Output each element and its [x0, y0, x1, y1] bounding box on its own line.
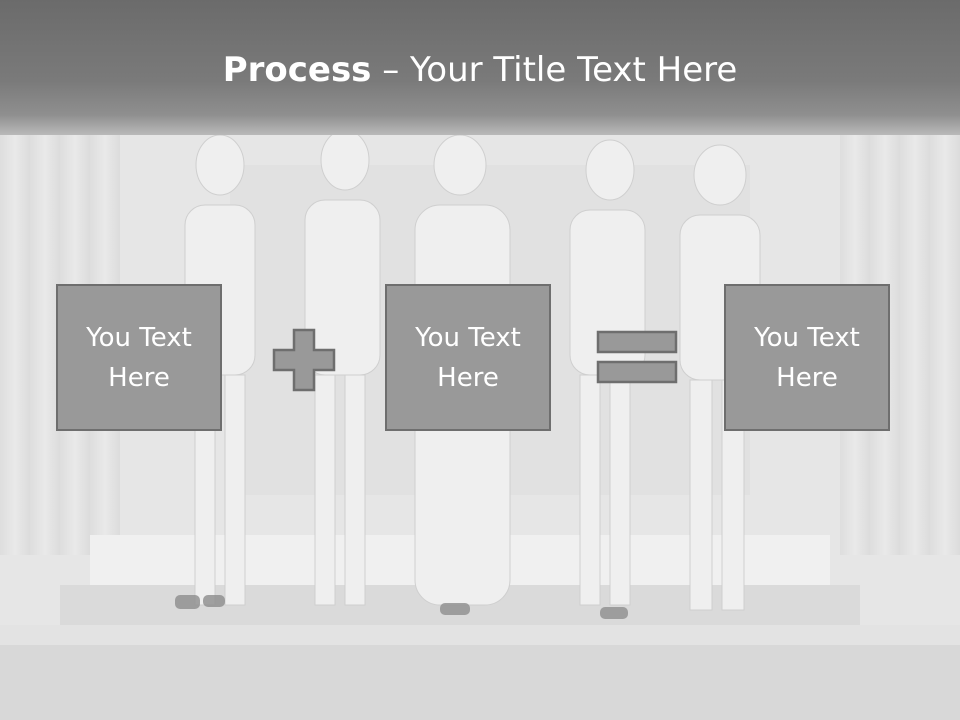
title-rest: – Your Title Text Here: [371, 50, 738, 90]
process-box-2[interactable]: You Text Here: [385, 284, 551, 431]
title-band: Process – Your Title Text Here: [0, 0, 960, 135]
slide-title: Process – Your Title Text Here: [0, 50, 960, 90]
box-line-2: Here: [108, 362, 170, 393]
box-line-2: Here: [437, 362, 499, 393]
process-box-text: You Text Here: [64, 318, 214, 398]
process-box-1[interactable]: You Text Here: [56, 284, 222, 431]
title-bold: Process: [222, 50, 372, 90]
box-line-1: You Text: [86, 322, 192, 353]
process-box-3[interactable]: You Text Here: [724, 284, 890, 431]
equals-icon: [596, 330, 678, 384]
box-line-1: You Text: [415, 322, 521, 353]
box-line-2: Here: [776, 362, 838, 393]
process-box-text: You Text Here: [732, 318, 882, 398]
process-box-text: You Text Here: [393, 318, 543, 398]
plus-icon: [272, 328, 336, 392]
box-line-1: You Text: [754, 322, 860, 353]
